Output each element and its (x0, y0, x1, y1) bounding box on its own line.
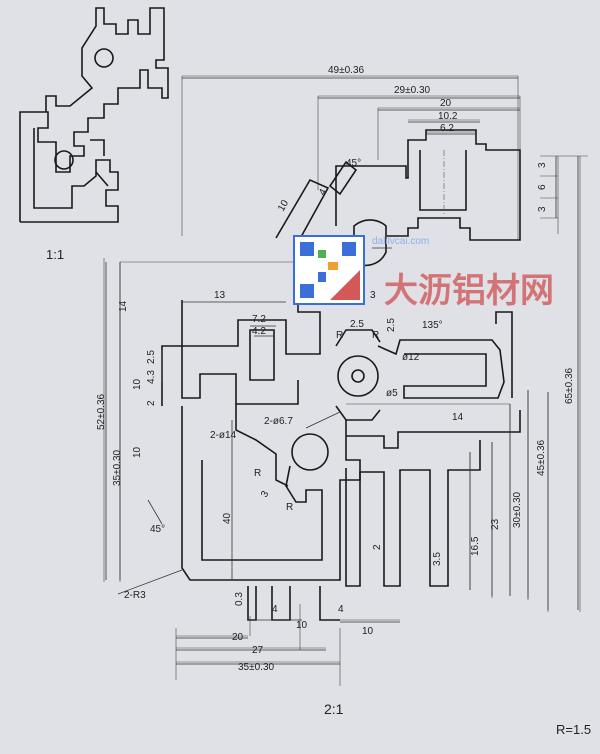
dim-10-bottom-b: 10 (362, 626, 374, 637)
dim-45deg-top: 45° (346, 158, 361, 169)
dim-45-right: 45±0.36 (536, 439, 547, 476)
dim-14-right: 14 (452, 412, 464, 423)
dim-40: 40 (222, 512, 233, 524)
dim-3-5: 3.5 (432, 552, 443, 566)
small-profile-view: 1:1 (19, 7, 169, 262)
dim-6-right: 6 (537, 184, 548, 190)
dim-23: 23 (490, 518, 501, 530)
dim-0-3: 0.3 (234, 592, 245, 606)
dim-52: 52±0.36 (96, 393, 107, 430)
dim-10-bottom-a: 10 (296, 620, 308, 631)
dim-29: 29±0.30 (394, 85, 431, 96)
dim-4-3: 4.3 (146, 370, 157, 384)
dimension-lines (105, 77, 579, 665)
dim-2-5-b: 2.5 (386, 318, 397, 332)
dim-3-b: 3 (537, 206, 548, 212)
dim-10-slant: 10 (276, 198, 291, 214)
dim-phi5: ø5 (386, 388, 398, 399)
watermark: dalilvcai.com 大沥铝材网 (293, 235, 554, 310)
dim-2-small: 2 (372, 544, 383, 550)
dim-6-2: 6.2 (440, 123, 454, 134)
dim-2-phi6-7: 2-ø6.7 (264, 416, 293, 427)
dim-49: 49±0.36 (328, 65, 365, 76)
dim-27: 27 (252, 645, 264, 656)
dim-R-a: R (336, 330, 343, 341)
dim-14-left: 14 (118, 300, 129, 312)
dim-30: 30±0.30 (512, 491, 523, 528)
dim-135deg: 135° (422, 320, 443, 331)
dim-4-b: 4 (338, 604, 344, 615)
dim-phi12: ø12 (402, 352, 420, 363)
scale-label-large: 2:1 (324, 701, 344, 717)
scale-label-small: 1:1 (46, 247, 64, 262)
profile-cross-section (161, 129, 521, 621)
dim-35-left: 35±0.30 (112, 449, 123, 486)
dim-4-a: 4 (272, 604, 278, 615)
dim-4-top: 4 (317, 187, 330, 198)
dim-3-mid: 3 (370, 290, 376, 301)
dim-13: 13 (214, 290, 226, 301)
dim-20-bottom: 20 (232, 632, 244, 643)
dim-20-top: 20 (440, 98, 452, 109)
dim-R-c: R (254, 468, 261, 479)
dim-16-5: 16.5 (470, 536, 481, 556)
dim-3-a: 3 (537, 162, 548, 168)
dim-2-R3: 2-R3 (124, 590, 146, 601)
dim-2-5-a: 2.5 (350, 319, 364, 330)
dim-10-lower: 10 (132, 446, 143, 458)
dim-2-5-left: 2.5 (146, 350, 157, 364)
dim-35-bottom: 35±0.30 (238, 662, 275, 673)
dim-7-2: 7.2 (252, 314, 266, 325)
dim-R-d: R (286, 502, 293, 513)
dim-3-low: 3 (259, 489, 272, 500)
dim-65: 65±0.36 (564, 367, 575, 404)
dim-45deg-low: 45° (150, 524, 165, 535)
dim-2-left: 2 (146, 400, 157, 406)
dim-10-left: 10 (132, 378, 143, 390)
dim-10-2: 10.2 (438, 111, 458, 122)
dim-R-b: R (372, 330, 379, 341)
watermark-text: 大沥铝材网 (384, 272, 554, 310)
dim-2-phi14: 2-ø14 (210, 430, 237, 441)
dim-4-2: 4.2 (252, 326, 266, 337)
dimension-labels: 49±0.36 29±0.30 20 10.2 6.2 3 6 3 45° 4 … (96, 65, 575, 673)
radius-note: R=1.5 (556, 722, 591, 737)
watermark-url: dalilvcai.com (372, 236, 429, 247)
